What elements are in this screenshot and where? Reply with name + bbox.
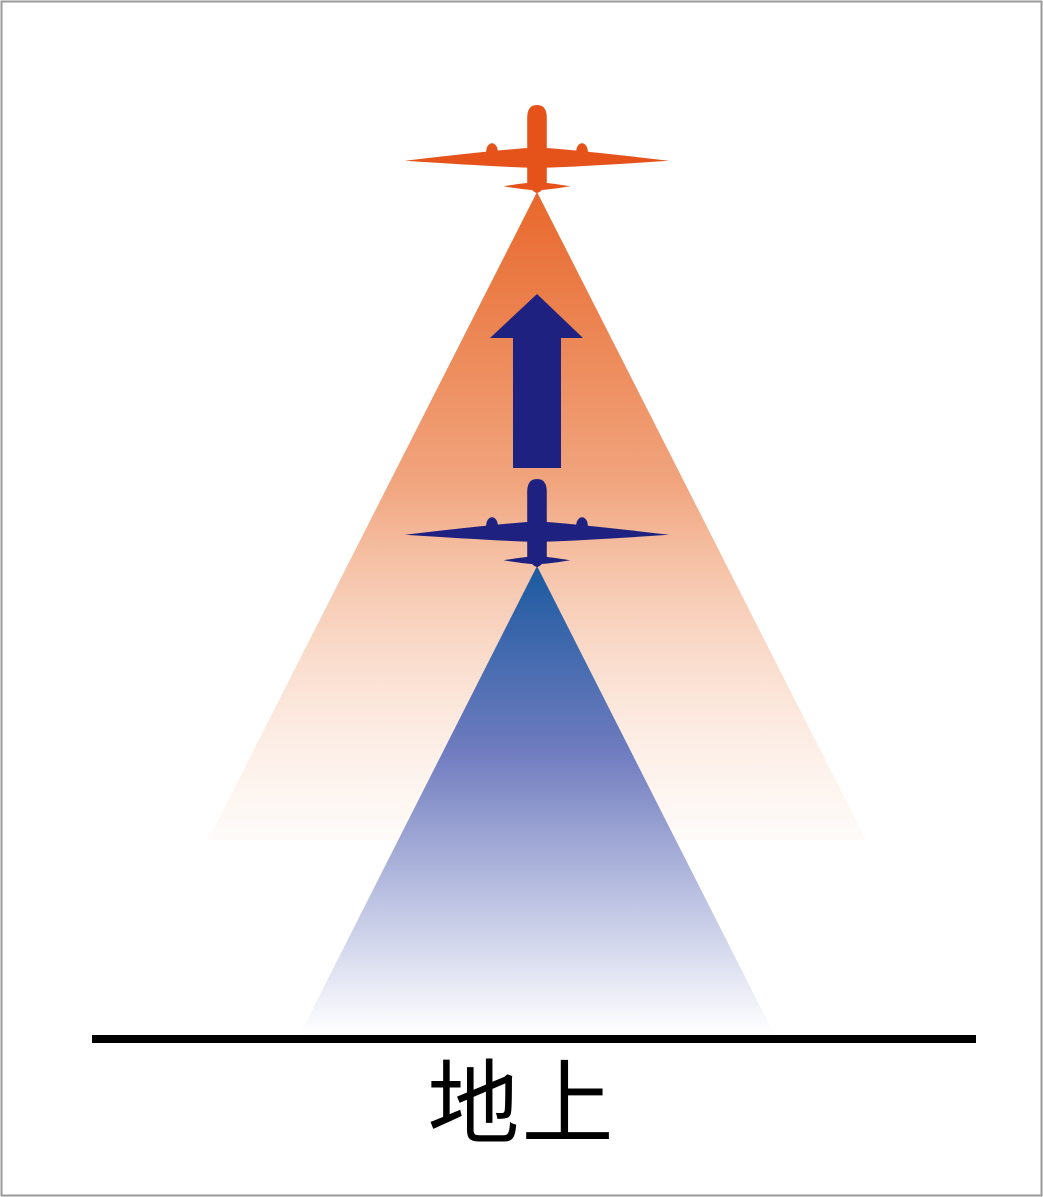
- ground-line: [92, 1035, 976, 1043]
- airplane-icon: [405, 105, 669, 193]
- ground-label: 地上: [0, 1050, 1043, 1160]
